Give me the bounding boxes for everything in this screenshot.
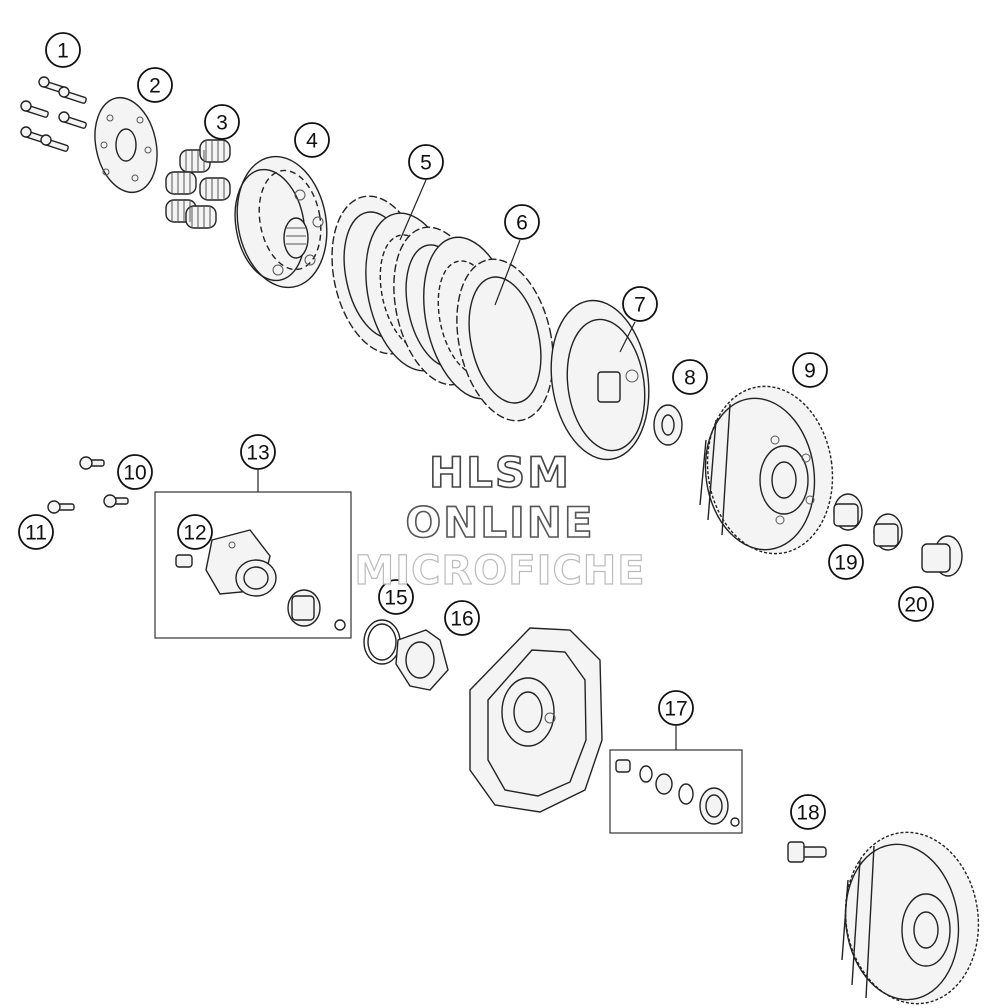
callout-label: 11 bbox=[25, 522, 47, 545]
callout-label: 7 bbox=[634, 294, 646, 317]
callout-label: 15 bbox=[384, 587, 407, 610]
callout-label: 3 bbox=[216, 112, 228, 135]
part-clutch-discs-5-6 bbox=[331, 195, 554, 422]
callout-label: 2 bbox=[149, 75, 161, 98]
callout-label: 19 bbox=[834, 552, 857, 575]
callout-8: 8 bbox=[672, 359, 708, 395]
callout-7: 7 bbox=[622, 286, 658, 322]
callout-11: 11 bbox=[18, 514, 54, 550]
assembly-box-13 bbox=[154, 491, 352, 639]
part-plate-2 bbox=[94, 96, 158, 194]
part-outer-basket-9 bbox=[699, 385, 834, 555]
part-oring-gasket-15-16 bbox=[363, 619, 449, 691]
callout-12: 12 bbox=[177, 514, 213, 550]
part-inner-hub-4 bbox=[234, 155, 328, 289]
part-adjuster-17 bbox=[615, 759, 740, 827]
part-pressure-plate-7 bbox=[550, 299, 650, 461]
callout-label: 13 bbox=[246, 442, 269, 465]
callout-4: 4 bbox=[294, 122, 330, 158]
callout-label: 6 bbox=[516, 212, 528, 235]
callout-2: 2 bbox=[137, 67, 173, 103]
callout-5: 5 bbox=[408, 144, 444, 180]
part-bushings-19-20 bbox=[833, 493, 963, 577]
callout-19: 19 bbox=[828, 544, 864, 580]
callout-20: 20 bbox=[898, 586, 934, 622]
callout-1: 1 bbox=[45, 32, 81, 68]
callout-label: 20 bbox=[904, 594, 927, 617]
callout-label: 17 bbox=[664, 698, 687, 721]
part-assembled-basket bbox=[841, 831, 980, 1005]
callout-16: 16 bbox=[444, 600, 480, 636]
part-washer-8 bbox=[653, 404, 683, 446]
callout-18: 18 bbox=[790, 794, 826, 830]
callout-6: 6 bbox=[504, 204, 540, 240]
callout-label: 9 bbox=[804, 360, 816, 383]
callout-3: 3 bbox=[204, 104, 240, 140]
part-screws-10-11 bbox=[47, 456, 129, 514]
part-bolts-1 bbox=[20, 76, 87, 152]
callout-label: 16 bbox=[450, 608, 473, 631]
callout-label: 8 bbox=[684, 367, 696, 390]
part-bolt-18 bbox=[787, 841, 827, 863]
callout-label: 12 bbox=[183, 522, 206, 545]
part-slave-cylinder-12-14 bbox=[175, 529, 346, 631]
callout-13: 13 bbox=[240, 434, 276, 470]
leader-lines bbox=[257, 179, 677, 750]
callout-label: 5 bbox=[420, 152, 432, 175]
callout-10: 10 bbox=[117, 454, 153, 490]
callout-label: 10 bbox=[123, 462, 146, 485]
callout-label: 18 bbox=[796, 802, 819, 825]
callout-9: 9 bbox=[792, 352, 828, 388]
callout-label: 1 bbox=[57, 40, 69, 63]
part-clutch-cover bbox=[469, 627, 603, 813]
callout-15: 15 bbox=[378, 579, 414, 615]
callout-17: 17 bbox=[658, 690, 694, 726]
part-springs-3 bbox=[165, 139, 231, 229]
callout-label: 4 bbox=[306, 130, 318, 153]
